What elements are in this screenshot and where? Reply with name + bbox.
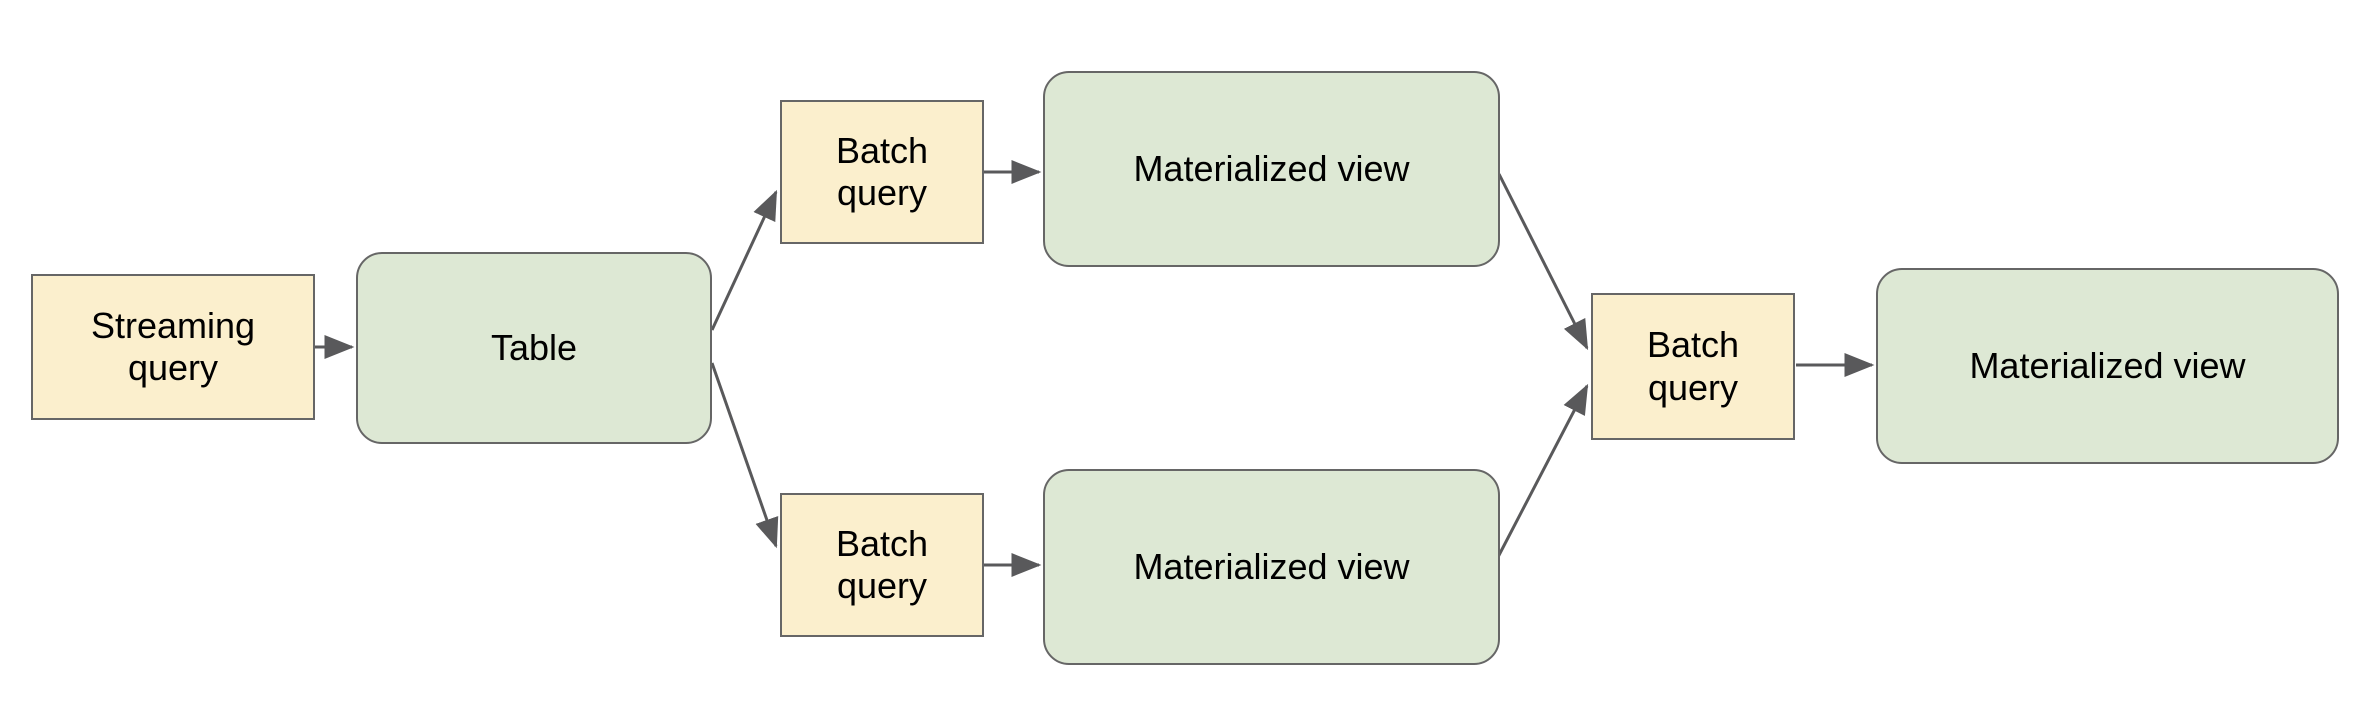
node-label: Streaming query xyxy=(90,304,256,388)
node-materialized-view-top[interactable]: Materialized view xyxy=(1043,71,1500,267)
edge-materialized-view-top-to-batch-query-merge xyxy=(1497,173,1589,351)
node-label: Batch query xyxy=(835,522,929,606)
edge-materialized-view-bottom-to-batch-query-merge xyxy=(1495,383,1589,560)
node-materialized-view-final[interactable]: Materialized view xyxy=(1876,268,2339,464)
node-label: Batch query xyxy=(835,129,929,213)
node-batch-query-merge[interactable]: Batch query xyxy=(1591,293,1795,440)
node-batch-query-bottom[interactable]: Batch query xyxy=(780,493,984,637)
node-label: Materialized view xyxy=(1969,344,2246,386)
node-label: Materialized view xyxy=(1133,147,1410,189)
node-batch-query-top[interactable]: Batch query xyxy=(780,100,984,244)
node-streaming-query[interactable]: Streaming query xyxy=(31,274,315,420)
node-label: Table xyxy=(490,326,578,368)
edge-table-to-batch-query-bottom xyxy=(710,362,779,549)
node-materialized-view-bottom[interactable]: Materialized view xyxy=(1043,469,1500,665)
edge-table-to-batch-query-top xyxy=(710,189,778,331)
node-table[interactable]: Table xyxy=(356,252,712,444)
node-label: Materialized view xyxy=(1133,545,1410,587)
node-label: Batch query xyxy=(1646,324,1740,408)
